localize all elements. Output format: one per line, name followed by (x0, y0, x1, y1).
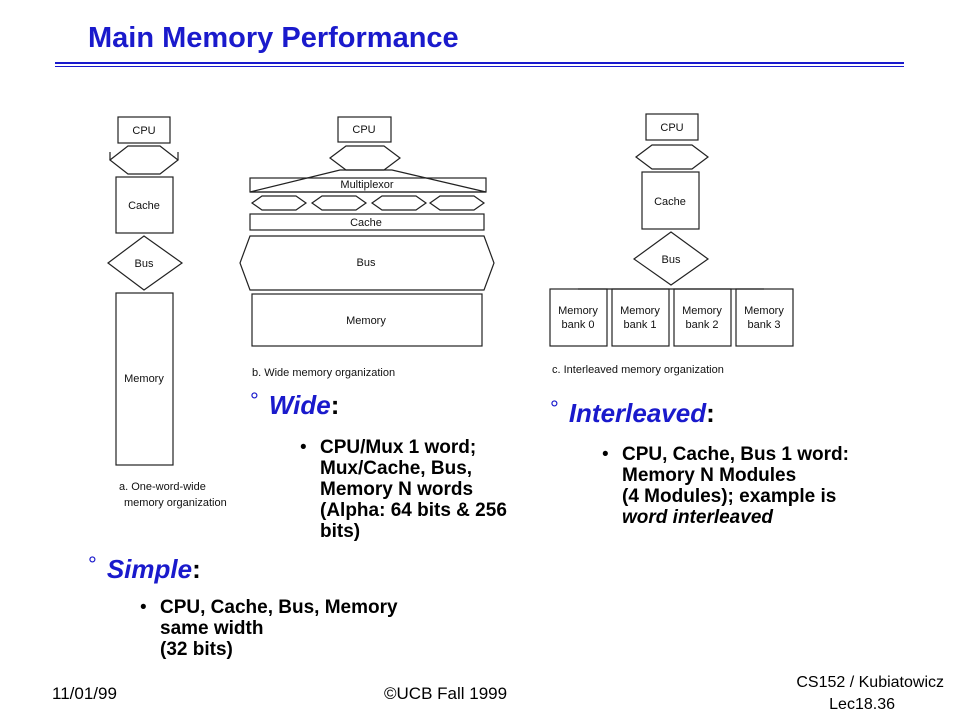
wide-bus-label: Bus (357, 257, 376, 269)
bank-0-label-line1: Memory (558, 305, 598, 317)
simple-cpu-label: CPU (132, 125, 155, 137)
wide-cpu-box (337, 116, 392, 143)
simple-bullet-line-1: CPU, Cache, Bus, Memory (160, 597, 398, 618)
wide-bullet-dot: • (300, 437, 307, 458)
simple-cpu-cache-connector (109, 145, 179, 175)
footer-lecture: Lec18.36 (829, 696, 895, 713)
wide-bullet-line-1: CPU/Mux 1 word; (320, 437, 477, 458)
wide-cpu-mux-connector (329, 145, 401, 171)
footer-course: CS152 / Kubiatowicz (796, 674, 944, 691)
interleaved-bullet: • CPU, Cache, Bus 1 word: Memory N Modul… (602, 444, 922, 528)
interleaved-bus-box (632, 231, 710, 286)
diagram-simple-labels: CPU Cache Bus Memory a. One-word-wide me… (119, 125, 227, 509)
simple-keyword: Simple (106, 554, 193, 584)
footer-copyright: ©UCB Fall 1999 (384, 684, 508, 703)
interleaved-bus-label: Bus (662, 254, 681, 266)
bank-3-label-line1: Memory (744, 305, 784, 317)
footer-date: 11/01/99 (52, 684, 117, 703)
wide-mux-label: Multiplexor (340, 179, 394, 191)
simple-bus-label: Bus (135, 258, 154, 270)
wide-bus-box (239, 235, 495, 291)
interleaved-caption: c. Interleaved memory organization (552, 364, 724, 376)
interleaved-cache-label: Cache (654, 196, 686, 208)
simple-bullet-dot: • (140, 597, 147, 618)
interleaved-bank-3-box (735, 288, 794, 347)
wide-memory-box (251, 293, 483, 347)
wide-keyword: Wide (268, 390, 331, 420)
interleaved-cpu-cache-connector (635, 144, 709, 170)
wide-bullet-line-5: bits) (320, 521, 361, 542)
simple-memory-box (115, 292, 174, 466)
title-underline-thin (55, 66, 904, 67)
wide-bullet-line-3: Memory N words (320, 479, 474, 500)
simple-heading: ° Simple: (88, 552, 201, 585)
interleaved-heading: ° Interleaved: (550, 396, 715, 429)
interleaved-colon: : (706, 398, 715, 428)
wide-caption: b. Wide memory organization (252, 367, 395, 379)
interleaved-bullet-line-2: Memory N Modules (622, 465, 797, 486)
wide-memory-label: Memory (346, 315, 386, 327)
bank-0-label-line2: bank 0 (561, 319, 594, 331)
interleaved-cpu-label: CPU (660, 122, 683, 134)
wide-cache-label: Cache (350, 217, 382, 229)
simple-caption-line1: a. One-word-wide (119, 481, 206, 493)
bank-3-label-line2: bank 3 (747, 319, 780, 331)
interleaved-bullet-line-3: (4 Modules); example is (622, 486, 837, 507)
interleaved-bullet-line-1: CPU, Cache, Bus 1 word: (622, 444, 849, 465)
wide-bullet-line-2: Mux/Cache, Bus, (320, 458, 473, 479)
interleaved-cache-box (641, 171, 700, 230)
title-underline (55, 62, 904, 64)
wide-cache-box (249, 213, 485, 231)
bank-1-label-line1: Memory (620, 305, 660, 317)
interleaved-bank-2-box (673, 288, 732, 347)
wide-colon: : (330, 390, 340, 420)
interleaved-cpu-box (645, 113, 699, 141)
interleaved-bank-0-box (549, 288, 608, 347)
simple-caption-line2: memory organization (124, 497, 227, 509)
bank-2-label-line1: Memory (682, 305, 722, 317)
wide-bullet-line-4: (Alpha: 64 bits & 256 (320, 500, 507, 521)
diagram-simple (107, 116, 184, 466)
interleaved-bank-1-box (611, 288, 670, 347)
interleaved-bullet-line-4: word interleaved (622, 507, 773, 528)
simple-cpu-box (117, 116, 171, 144)
simple-bus-box (107, 235, 184, 291)
wide-cpu-label: CPU (352, 124, 375, 136)
wide-heading: ° Wide: (250, 388, 339, 421)
simple-bullet-line-3: (32 bits) (160, 639, 233, 660)
diagram-wide (239, 116, 495, 347)
slide-title: Main Memory Performance (88, 22, 459, 54)
wide-link-0 (250, 195, 308, 211)
wide-link-1 (310, 195, 368, 211)
wide-link-2 (370, 195, 428, 211)
wide-marker: ° (250, 388, 259, 413)
interleaved-keyword: Interleaved (568, 398, 707, 428)
wide-bullet: • CPU/Mux 1 word; Mux/Cache, Bus, Memory… (300, 437, 570, 542)
simple-colon: : (192, 554, 201, 584)
diagram-wide-labels: CPU Multiplexor Cache Bus Memory b. Wide… (252, 124, 395, 379)
simple-bullet-line-2: same width (160, 618, 264, 639)
simple-bullet: • CPU, Cache, Bus, Memory same width (32… (140, 597, 480, 660)
bank-2-label-line2: bank 2 (685, 319, 718, 331)
diagram-interleaved-labels: CPU Cache Bus Memory bank 0 Memory bank … (552, 122, 784, 376)
simple-cache-label: Cache (128, 200, 160, 212)
wide-link-3 (428, 195, 486, 211)
simple-memory-label: Memory (124, 373, 164, 385)
wide-mux-box (249, 177, 487, 193)
simple-marker: ° (88, 552, 97, 577)
diagram-interleaved (549, 113, 794, 347)
interleaved-marker: ° (550, 396, 559, 421)
interleaved-bullet-dot: • (602, 444, 609, 465)
bank-1-label-line2: bank 1 (623, 319, 656, 331)
simple-cache-box (115, 176, 174, 234)
